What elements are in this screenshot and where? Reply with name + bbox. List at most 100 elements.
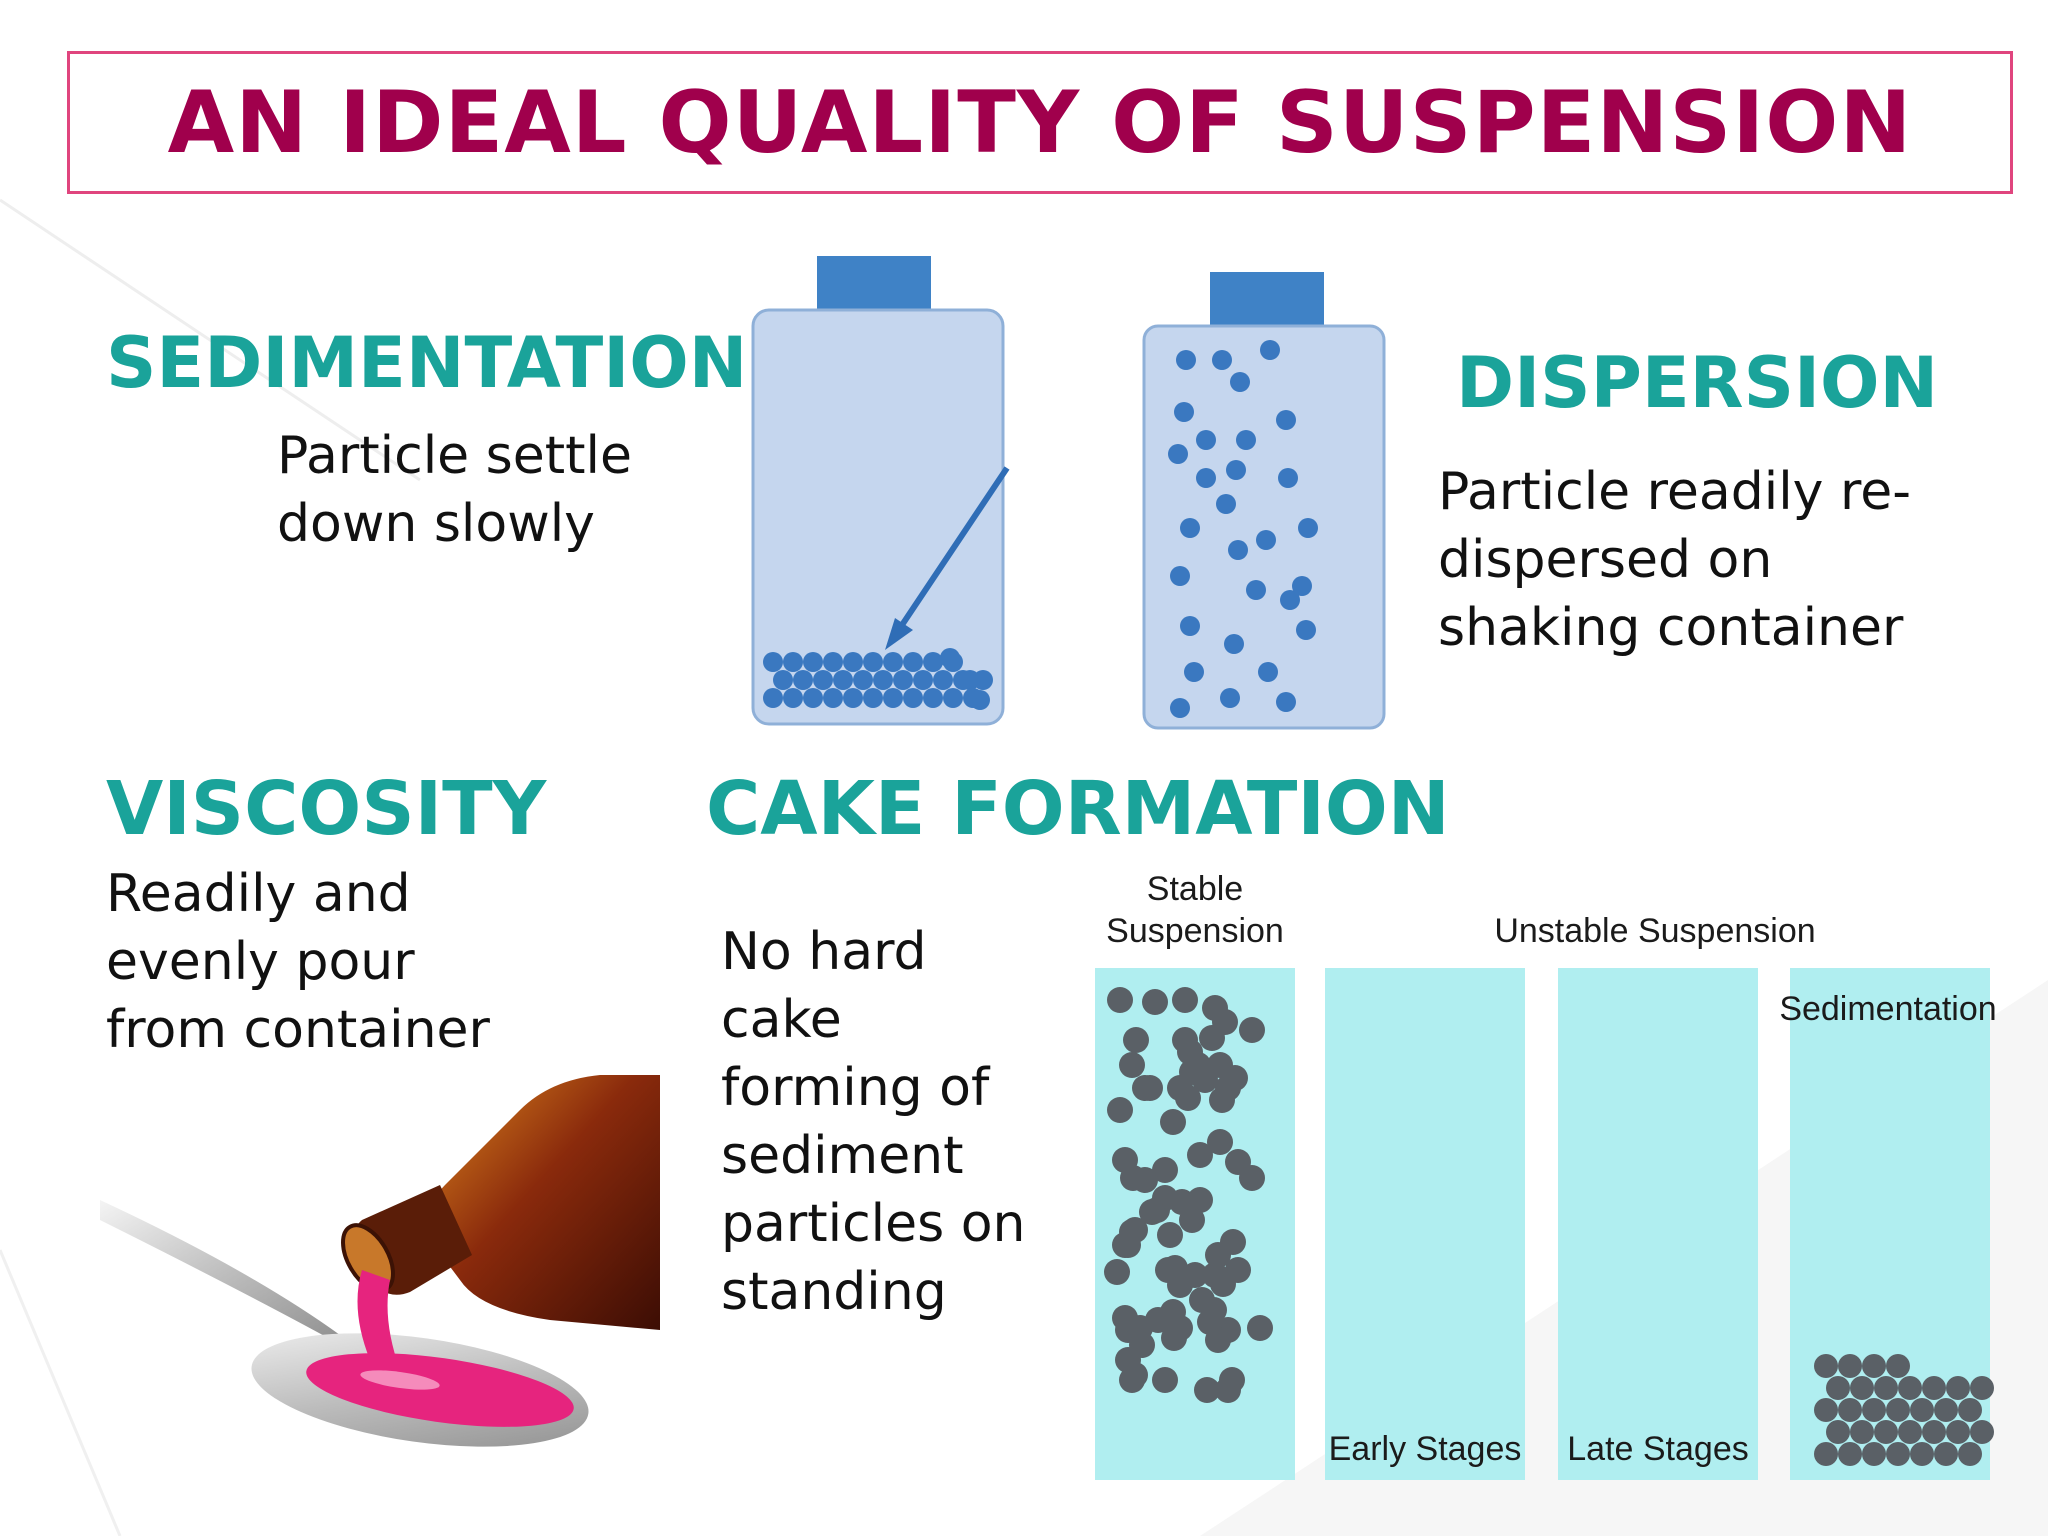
- particle: [1157, 1222, 1183, 1248]
- particle: [1246, 580, 1266, 600]
- particle: [913, 670, 933, 690]
- particle: [1260, 340, 1280, 360]
- dispersion-line: shaking container: [1438, 598, 1904, 658]
- particle: [1168, 444, 1188, 464]
- particle: [1139, 1199, 1165, 1225]
- particle: [1132, 1167, 1158, 1193]
- cake-formation-line: cake: [721, 990, 842, 1050]
- settling-arrow-head: [885, 618, 913, 650]
- cake-formation-line: sediment: [721, 1126, 964, 1186]
- cake-formation-description: No hard cake forming of sediment particl…: [721, 918, 1026, 1326]
- particle: [1160, 1299, 1186, 1325]
- particle: [823, 688, 843, 708]
- particle: [1187, 1142, 1213, 1168]
- late-stages-label: Late Stages: [1567, 1430, 1748, 1468]
- particle: [1276, 410, 1296, 430]
- particle: [1886, 1442, 1910, 1466]
- particle: [923, 652, 943, 672]
- particle: [853, 670, 873, 690]
- particle: [833, 670, 853, 690]
- particle: [1922, 1376, 1946, 1400]
- particle: [1205, 1242, 1231, 1268]
- particle: [1180, 616, 1200, 636]
- stable-label-line2: Suspension: [1106, 912, 1284, 950]
- viscosity-heading: VISCOSITY: [106, 766, 547, 852]
- particle: [1123, 1027, 1149, 1053]
- particle: [1207, 1129, 1233, 1155]
- dispersion-description: Particle readily re- dispersed on shakin…: [1438, 458, 1911, 662]
- particle: [1280, 590, 1300, 610]
- particle: [1258, 662, 1278, 682]
- particle: [970, 690, 990, 710]
- particle: [873, 670, 893, 690]
- viscosity-line: from container: [106, 1000, 490, 1060]
- particle: [773, 670, 793, 690]
- particle: [1826, 1420, 1850, 1444]
- particle: [863, 688, 883, 708]
- settling-arrow: [897, 466, 1010, 630]
- particle: [1225, 1149, 1251, 1175]
- particle: [1910, 1398, 1934, 1422]
- title-box: AN IDEAL QUALITY OF SUSPENSION: [67, 51, 2013, 194]
- particle: [1160, 1109, 1186, 1135]
- early-stage-particles: [1112, 989, 1251, 1393]
- spoon-handle: [100, 1200, 350, 1350]
- particle: [1194, 1377, 1220, 1403]
- bottle-body: [1142, 324, 1386, 730]
- particle: [883, 652, 903, 672]
- cake-formation-line: standing: [721, 1262, 947, 1322]
- particle: [1970, 1376, 1994, 1400]
- sedimentation-line: down slowly: [277, 494, 595, 554]
- particle: [863, 652, 883, 672]
- particle: [1172, 1027, 1198, 1053]
- particle: [1958, 1442, 1982, 1466]
- particle: [793, 670, 813, 690]
- bottle-cap: [1210, 272, 1324, 330]
- particle: [823, 652, 843, 672]
- unstable-label: Unstable Suspension: [1494, 912, 1815, 950]
- dispersed-bottle-illustration: [1142, 272, 1386, 730]
- particle: [1107, 1097, 1133, 1123]
- viscosity-line: evenly pour: [106, 932, 415, 992]
- medicine-bottle: [427, 1075, 660, 1330]
- particle: [763, 652, 783, 672]
- particle: [1874, 1376, 1898, 1400]
- particle: [1220, 688, 1240, 708]
- particle: [1115, 1347, 1141, 1373]
- particle: [883, 688, 903, 708]
- particle: [1862, 1398, 1886, 1422]
- cake-formation-line: particles on: [721, 1194, 1026, 1254]
- particle: [1187, 1187, 1213, 1213]
- particle: [1838, 1442, 1862, 1466]
- particle: [1172, 987, 1198, 1013]
- particle: [1850, 1376, 1874, 1400]
- particle: [1256, 530, 1276, 550]
- particle: [1180, 518, 1200, 538]
- particle: [1142, 989, 1168, 1015]
- particle: [1292, 576, 1312, 596]
- particle: [1239, 1017, 1265, 1043]
- early-stage-panel: [1325, 968, 1525, 1480]
- particle: [1104, 1259, 1130, 1285]
- particle: [1212, 1009, 1238, 1035]
- particle: [1922, 1420, 1946, 1444]
- particle: [1115, 1232, 1141, 1258]
- particle: [1934, 1442, 1958, 1466]
- particle: [933, 670, 953, 690]
- settled-particles: [763, 648, 993, 710]
- particle: [1814, 1398, 1838, 1422]
- particle: [1910, 1442, 1934, 1466]
- sedimented-bottle-illustration: [751, 256, 1010, 726]
- particle: [1209, 1087, 1235, 1113]
- particle: [1212, 350, 1232, 370]
- particle: [1814, 1354, 1838, 1378]
- particle: [1205, 1327, 1231, 1353]
- particle: [1179, 1207, 1205, 1233]
- particle: [1196, 468, 1216, 488]
- sedimentation-heading: SEDIMENTATION: [106, 322, 748, 404]
- particle: [763, 688, 783, 708]
- particle: [1112, 1147, 1138, 1173]
- particle: [1162, 1255, 1188, 1281]
- late-stage-particles: [1115, 1009, 1238, 1373]
- particle: [1298, 518, 1318, 538]
